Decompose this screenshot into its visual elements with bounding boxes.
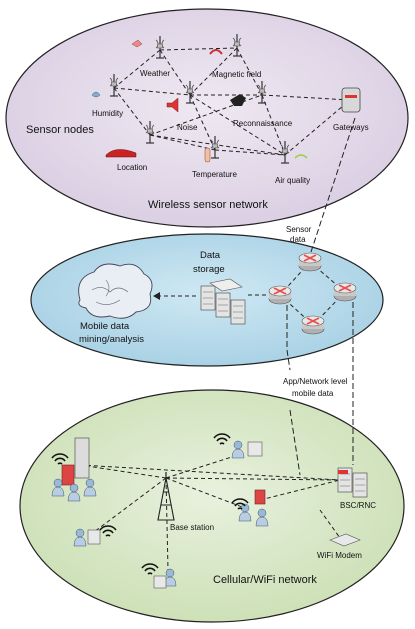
brain-icon [78, 263, 153, 319]
sensor-temperature: Temperature [192, 135, 237, 179]
router-up-link [286, 305, 291, 371]
wsn-ellipse [5, 8, 409, 228]
gateway-icon [341, 87, 361, 113]
wifi-modem-label: WiFi Modem [317, 551, 362, 560]
sensor-nodes-label: Sensor nodes [26, 124, 94, 136]
reconnaissance-label: Reconnaissance [233, 119, 293, 128]
air-quality-label: Air quality [275, 176, 310, 185]
sensor-weather: Weather [131, 35, 170, 78]
noise-label: Noise [177, 123, 198, 132]
arrow-head [153, 292, 160, 300]
thermometer-icon [204, 147, 211, 163]
bsc-rnc-icon [337, 467, 368, 498]
data-storage-label-2: storage [193, 264, 225, 275]
router-4 [301, 315, 325, 335]
data-storage-label-1: Data [200, 250, 221, 261]
base-station-label: Base station [170, 523, 214, 532]
bsc-label: BSC/RNC [340, 501, 376, 510]
router-1 [298, 252, 322, 272]
sensor-noise: Noise [166, 80, 198, 132]
client-cluster-lower-left [73, 525, 117, 547]
temperature-label: Temperature [192, 170, 237, 179]
sensor-air-quality: Air quality [275, 140, 310, 185]
gateway-node: Gateways [333, 87, 369, 132]
router-down-link [289, 409, 301, 476]
app-level-label-1: App/Network level [283, 377, 348, 386]
router-2 [268, 285, 292, 305]
client-cluster-center [231, 489, 269, 527]
weather-label: Weather [140, 69, 170, 78]
car-icon [105, 149, 137, 158]
client-cluster-top [213, 433, 263, 459]
storage-servers [200, 278, 246, 325]
client-cluster-left [51, 437, 97, 502]
mining-label-2: mining/analysis [79, 334, 144, 345]
weather-icon [131, 39, 143, 48]
magnet-icon [209, 49, 223, 55]
humidity-icon [91, 91, 101, 98]
router-3 [333, 282, 357, 302]
sensor-reconnaissance: Reconnaissance [230, 80, 293, 128]
wifi-modem-icon [329, 533, 361, 547]
location-label: Location [117, 163, 147, 172]
cellular-edges [79, 454, 346, 571]
sensor-location: Location [105, 120, 155, 172]
speaker-icon [166, 97, 179, 113]
mining-label-1: Mobile data [80, 321, 130, 332]
humidity-label: Humidity [92, 109, 123, 118]
cellular-ellipse [19, 389, 405, 623]
sensor-data-label-2: data [290, 235, 306, 244]
air-icon [294, 154, 308, 159]
cellular-title: Cellular/WiFi network [213, 574, 317, 586]
app-level-label-2: mobile data [292, 389, 334, 398]
gateways-label: Gateways [333, 123, 369, 132]
wsn-title: Wireless sensor network [148, 199, 268, 211]
base-station-icon [157, 472, 175, 521]
client-cluster-bottom [141, 563, 177, 589]
sensor-magnetic-field: Magnetic field [209, 33, 261, 79]
magnetic-label: Magnetic field [212, 70, 261, 79]
sensor-humidity: Humidity [91, 73, 123, 118]
recon-icon [230, 94, 246, 106]
sensor-data-link [309, 117, 356, 256]
sensor-data-label-1: Sensor [286, 225, 312, 234]
